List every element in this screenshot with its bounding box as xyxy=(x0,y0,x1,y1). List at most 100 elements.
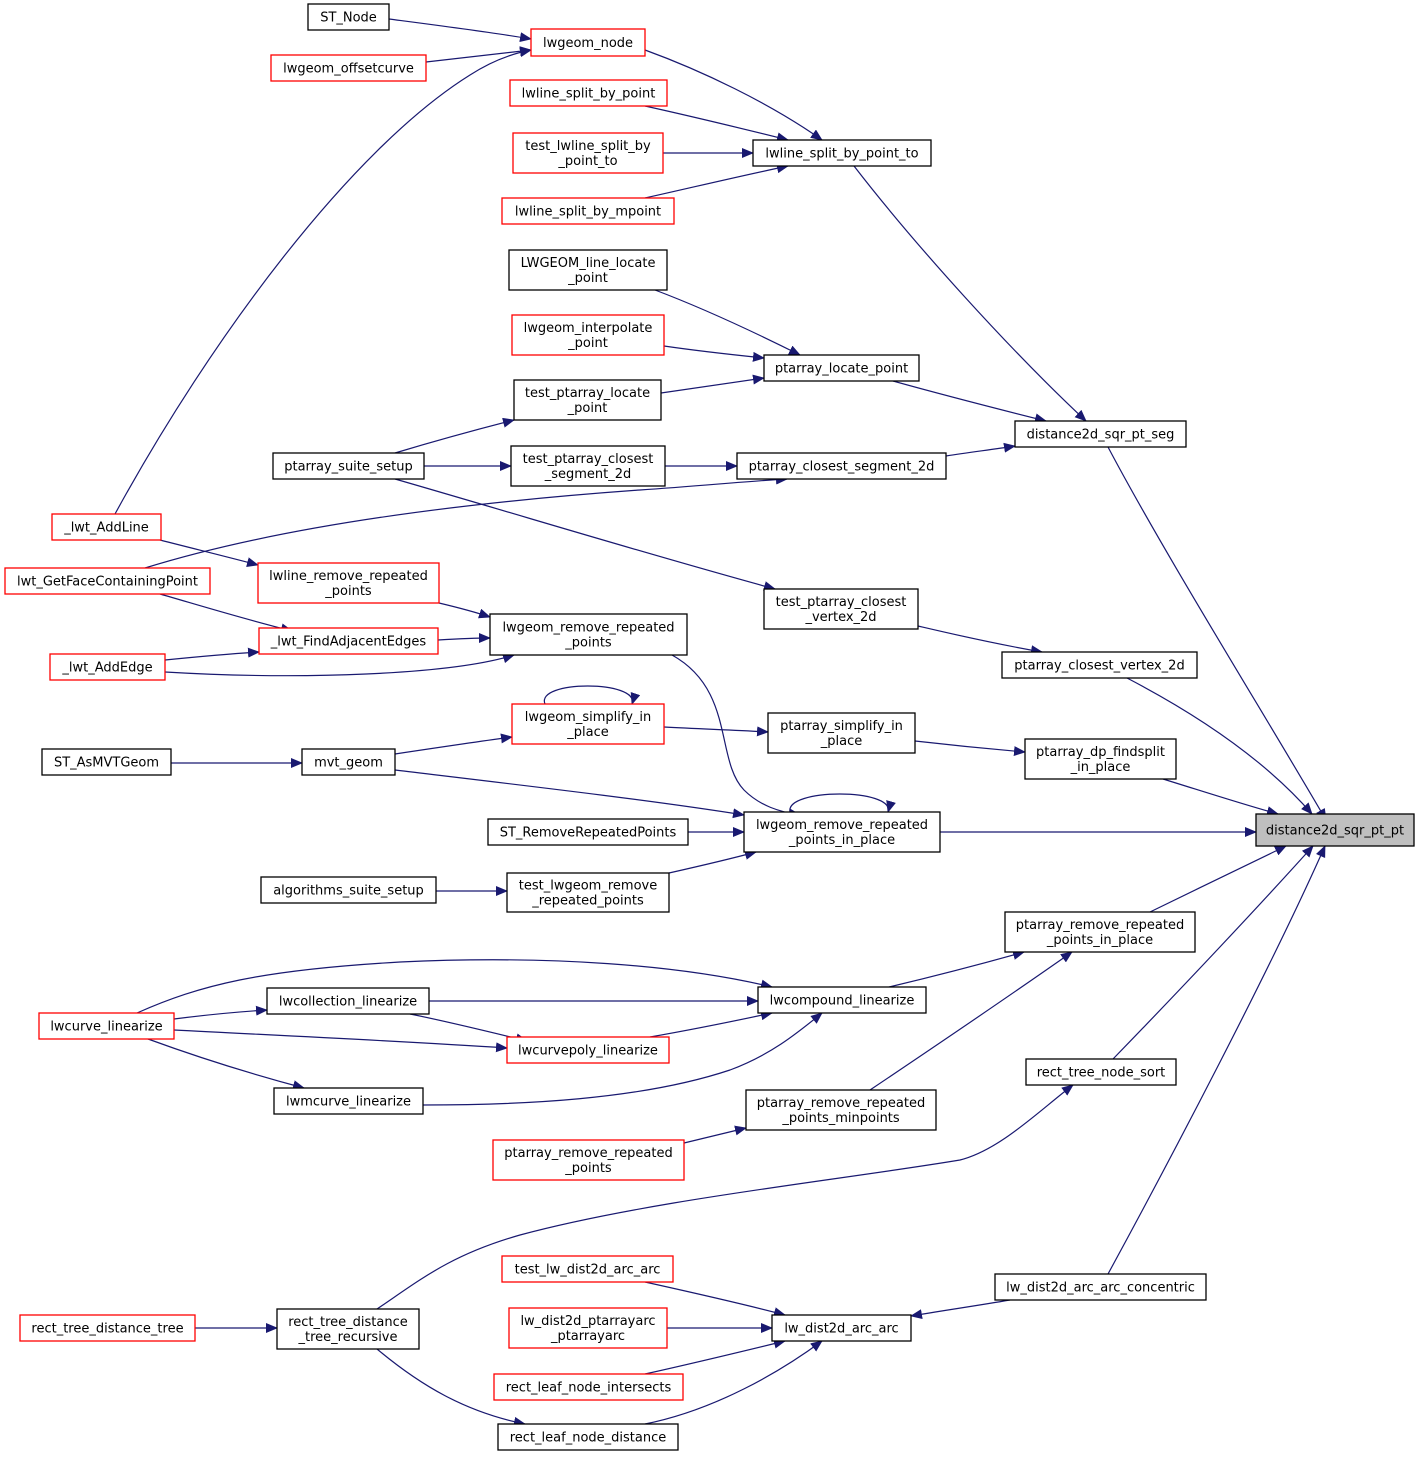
node-box[interactable] xyxy=(1024,738,1177,780)
node-lwda[interactable]: lw_dist2d_arc_arc xyxy=(771,1314,912,1342)
node-seg[interactable]: distance2d_sqr_pt_seg xyxy=(1014,420,1187,448)
node-lgoc[interactable]: lwgeom_offsetcurve xyxy=(270,54,427,82)
node-box[interactable] xyxy=(511,703,665,745)
node-box[interactable] xyxy=(530,28,646,57)
node-pss[interactable]: ptarray_suite_setup xyxy=(272,452,425,480)
node-rtdt[interactable]: rect_tree_distance_tree xyxy=(19,1314,196,1342)
node-rtdtr[interactable]: rect_tree_distance_tree_recursive xyxy=(276,1308,420,1350)
node-lwtae[interactable]: _lwt_AddEdge xyxy=(49,653,166,681)
node-lrrp2[interactable]: lwline_remove_repeated_points xyxy=(257,562,440,604)
node-prrm[interactable]: ptarray_remove_repeated_points_minpoints xyxy=(745,1089,937,1131)
node-box[interactable] xyxy=(493,1373,684,1401)
node-box[interactable] xyxy=(489,613,688,656)
node-tpcv[interactable]: test_ptarray_closest_vertex_2d xyxy=(763,588,919,630)
node-lnode[interactable]: lwgeom_node xyxy=(530,28,646,57)
node-box[interactable] xyxy=(1025,1058,1177,1086)
node-box[interactable] xyxy=(508,249,668,291)
node-box[interactable] xyxy=(501,197,675,225)
node-lrrpip[interactable]: lwgeom_remove_repeated_points_in_place xyxy=(743,811,941,853)
node-box[interactable] xyxy=(1014,420,1187,448)
node-stnode[interactable]: ST_Node xyxy=(307,3,390,31)
node-box[interactable] xyxy=(743,811,941,853)
node-box[interactable] xyxy=(51,513,162,541)
node-lwmcl[interactable]: lwmcurve_linearize xyxy=(273,1087,424,1115)
node-tplp[interactable]: test_ptarray_locate_point xyxy=(513,379,662,421)
node-plp[interactable]: ptarray_locate_point xyxy=(763,354,920,382)
node-rlni[interactable]: rect_leaf_node_intersects xyxy=(493,1373,684,1401)
node-box[interactable] xyxy=(492,1139,685,1181)
node-box[interactable] xyxy=(4,567,211,595)
node-box[interactable] xyxy=(301,748,396,776)
node-algss[interactable]: algorithms_suite_setup xyxy=(260,876,437,904)
node-box[interactable] xyxy=(1001,651,1198,679)
node-box[interactable] xyxy=(512,132,664,174)
node-lwcpl[interactable]: lwcurvepoly_linearize xyxy=(506,1036,670,1064)
node-lspt[interactable]: lwline_split_by_point_to xyxy=(752,139,932,167)
node-lwaac[interactable]: lw_dist2d_arc_arc_concentric xyxy=(994,1273,1207,1301)
node-box[interactable] xyxy=(19,1314,196,1342)
node-box[interactable] xyxy=(508,1307,668,1349)
node-box[interactable] xyxy=(257,562,440,604)
node-box[interactable] xyxy=(260,876,437,904)
node-box[interactable] xyxy=(1004,911,1196,953)
node-cvert[interactable]: ptarray_closest_vertex_2d xyxy=(1001,651,1198,679)
node-root[interactable]: distance2d_sqr_pt_pt xyxy=(1255,813,1415,847)
node-box[interactable] xyxy=(510,445,666,487)
node-box[interactable] xyxy=(994,1273,1207,1301)
node-lwcoll[interactable]: lwcollection_linearize xyxy=(266,987,430,1015)
node-prrp[interactable]: ptarray_remove_repeated_points xyxy=(492,1139,685,1181)
node-box[interactable] xyxy=(745,1089,937,1131)
node-lcvl[interactable]: lwcurve_linearize xyxy=(38,1012,175,1040)
node-prrpip[interactable]: ptarray_remove_repeated_points_in_place xyxy=(1004,911,1196,953)
node-lsbp[interactable]: lwline_split_by_point xyxy=(509,79,668,107)
node-tlsbp[interactable]: test_lwline_split_by_point_to xyxy=(512,132,664,174)
node-lglp[interactable]: LWGEOM_line_locate_point xyxy=(508,249,668,291)
node-box[interactable] xyxy=(506,872,670,913)
node-box[interactable] xyxy=(752,139,932,167)
node-box[interactable] xyxy=(307,3,390,31)
node-box[interactable] xyxy=(513,379,662,421)
node-box[interactable] xyxy=(767,712,916,754)
node-box[interactable] xyxy=(511,314,665,356)
node-pcs2[interactable]: ptarray_closest_segment_2d xyxy=(736,452,947,480)
node-lsbm[interactable]: lwline_split_by_mpoint xyxy=(501,197,675,225)
node-box[interactable] xyxy=(506,1036,670,1064)
node-dpfs[interactable]: ptarray_dp_findsplit_in_place xyxy=(1024,738,1177,780)
node-box[interactable] xyxy=(763,354,920,382)
node-lwdpp[interactable]: lw_dist2d_ptarrayarc_ptarrayarc xyxy=(508,1307,668,1349)
node-lwtal[interactable]: _lwt_AddLine xyxy=(51,513,162,541)
node-box[interactable] xyxy=(41,748,172,776)
node-box[interactable] xyxy=(266,987,430,1015)
node-box[interactable] xyxy=(258,627,439,655)
node-box[interactable] xyxy=(487,818,689,846)
node-stmvt[interactable]: ST_AsMVTGeom xyxy=(41,748,172,776)
node-box[interactable] xyxy=(763,588,919,630)
node-box[interactable] xyxy=(771,1314,912,1342)
node-lgfcp[interactable]: lwt_GetFaceContainingPoint xyxy=(4,567,211,595)
node-tlda[interactable]: test_lw_dist2d_arc_arc xyxy=(501,1255,674,1283)
node-lgip[interactable]: lwgeom_interpolate_point xyxy=(511,314,665,356)
node-box[interactable] xyxy=(272,452,425,480)
node-lgrrp[interactable]: lwgeom_remove_repeated_points xyxy=(489,613,688,656)
node-box[interactable] xyxy=(276,1308,420,1350)
node-box[interactable] xyxy=(501,1255,674,1283)
node-box[interactable] xyxy=(273,1087,424,1115)
node-box[interactable] xyxy=(38,1012,175,1040)
node-mvtg[interactable]: mvt_geom xyxy=(301,748,396,776)
node-rlnd[interactable]: rect_leaf_node_distance xyxy=(497,1423,679,1451)
node-box[interactable] xyxy=(270,54,427,82)
node-box[interactable] xyxy=(757,986,927,1014)
node-tlrrp[interactable]: test_lwgeom_remove_repeated_points xyxy=(506,872,670,913)
node-psip[interactable]: ptarray_simplify_in_place xyxy=(767,712,916,754)
node-rtns[interactable]: rect_tree_node_sort xyxy=(1025,1058,1177,1086)
node-box[interactable] xyxy=(736,452,947,480)
node-tpcs[interactable]: test_ptarray_closest_segment_2d xyxy=(510,445,666,487)
node-box[interactable] xyxy=(509,79,668,107)
node-box[interactable] xyxy=(497,1423,679,1451)
node-strrp[interactable]: ST_RemoveRepeatedPoints xyxy=(487,818,689,846)
node-lgsip[interactable]: lwgeom_simplify_in_place xyxy=(511,703,665,745)
node-lcl[interactable]: lwcompound_linearize xyxy=(757,986,927,1014)
node-box[interactable] xyxy=(1255,813,1415,847)
node-box[interactable] xyxy=(49,653,166,681)
node-lfae[interactable]: _lwt_FindAdjacentEdges xyxy=(258,627,439,655)
